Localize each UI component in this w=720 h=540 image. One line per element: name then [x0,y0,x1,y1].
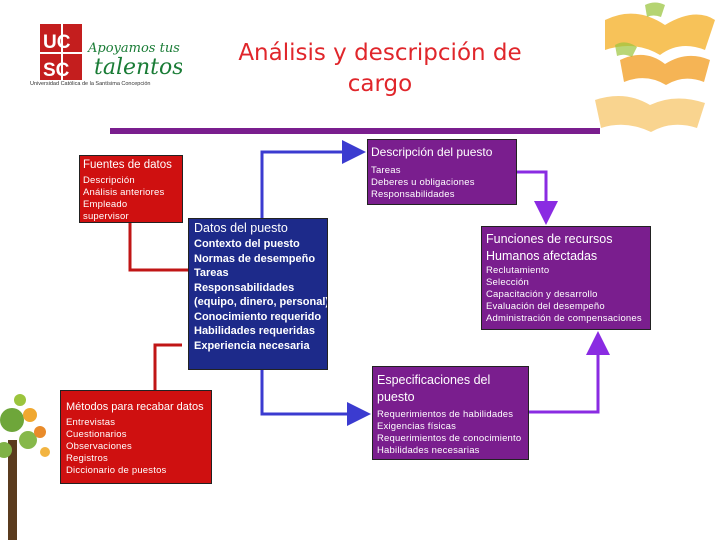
connector-descripcion-to-funciones [517,170,558,225]
slide-title-line-2: cargo [347,71,413,97]
metodos-item: Entrevistas [66,417,116,428]
connector-datos-to-descripcion [260,140,366,218]
funciones-item: Evaluación del desempeño [486,301,605,312]
box-funciones-rrhh: Funciones de recursos Humanos afectadas … [481,226,651,330]
metodos-item: Cuestionarios [66,429,127,440]
fuentes-item: Empleado [83,199,128,210]
title-divider [110,128,600,134]
box-metodos-recabar-datos: Métodos para recabar datos Entrevistas C… [60,390,212,484]
funciones-item: Administración de compensaciones [486,313,642,324]
fuentes-item: supervisor [83,211,129,222]
connector-fuentes-to-datos [128,223,188,272]
especificaciones-item: Exigencias físicas [377,421,457,432]
logo-text-sc: SC [43,60,70,81]
datos-item: Tareas [194,267,229,279]
datos-item: Experiencia necesaria [194,339,310,352]
ucsc-logo: UC SC Apoyamos tus talentos [40,24,182,81]
logo-university-name: Universidad Católica de la Santísima Con… [30,81,151,87]
slide-title: Análisis y descripción de cargo [200,38,560,100]
datos-heading: Datos del puesto [194,221,288,235]
fuentes-item: Análisis anteriores [83,187,165,198]
metodos-item: Diccionario de puestos [66,465,167,476]
logo-tagline-1: Apoyamos tus [87,41,180,56]
especificaciones-item: Requerimientos de conocimiento [377,433,522,444]
box-especificaciones-del-puesto: Especificaciones del puesto Requerimient… [372,366,529,460]
especificaciones-heading: Especificaciones del puesto [377,373,491,404]
funciones-item: Selección [486,277,529,288]
slide-title-line-1: Análisis y descripción de [238,40,522,66]
datos-item: Normas de desempeño [194,252,316,265]
datos-item: Responsabilidades [194,281,295,294]
metodos-item: Observaciones [66,441,132,452]
datos-item: (equipo, dinero, personal) [194,296,328,308]
connector-especificaciones-to-funciones [529,331,610,414]
descripcion-heading: Descripción del puesto [371,145,493,159]
box-datos-del-puesto: Datos del puesto Contexto del puesto Nor… [188,218,328,370]
tree-decoration [0,394,50,540]
box-descripcion-del-puesto: Descripción del puesto Tareas Deberes u … [367,139,517,205]
logo-tagline-2: talentos [94,55,182,80]
funciones-item: Capacitación y desarrollo [486,289,598,300]
funciones-heading: Funciones de recursos Humanos afectadas [486,232,613,263]
box-fuentes-de-datos: Fuentes de datos Descripción Análisis an… [79,155,183,223]
connector-metodos-to-datos [153,343,182,390]
fuentes-item: Descripción [83,175,135,186]
especificaciones-item: Requerimientos de habilidades [377,409,514,420]
metodos-heading: Métodos para recabar datos [66,401,204,413]
descripcion-item: Tareas [371,165,401,176]
descripcion-item: Responsabilidades [371,189,455,200]
fuentes-heading: Fuentes de datos [83,159,172,171]
datos-item: Contexto del puesto [194,238,300,250]
connector-datos-to-especificaciones [260,370,371,426]
especificaciones-item: Habilidades necesarias [377,445,480,456]
descripcion-item: Deberes u obligaciones [371,177,475,188]
funciones-item: Reclutamiento [486,265,550,276]
metodos-item: Registros [66,453,108,464]
datos-item: Habilidades requeridas [194,325,316,337]
datos-item: Conocimiento requerido [194,310,322,323]
logo-text-uc: UC [43,32,71,53]
books-decoration [595,2,715,132]
